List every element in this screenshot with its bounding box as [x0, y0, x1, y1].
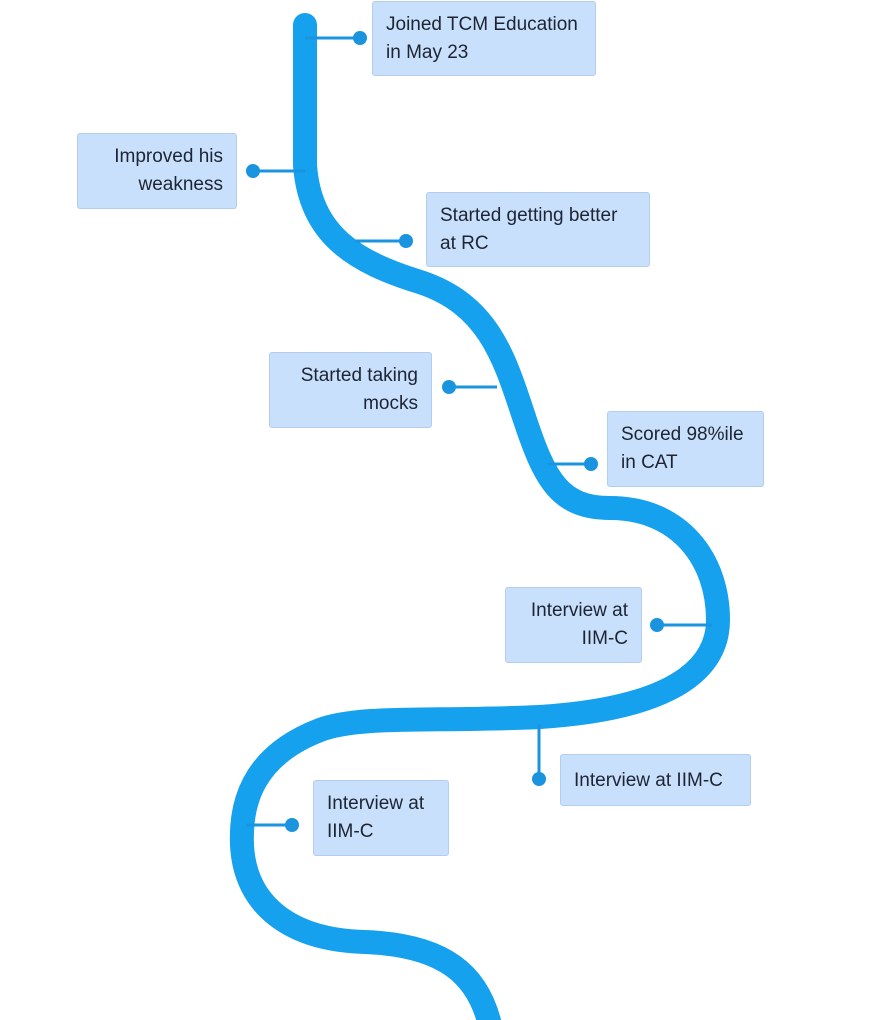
connector-dot-m2: [246, 164, 260, 178]
milestone-card-m8: Interview at IIM-C: [313, 780, 449, 856]
connector-dot-m5: [584, 457, 598, 471]
connector-dot-m3: [399, 234, 413, 248]
connector-dot-m7: [532, 772, 546, 786]
milestone-card-m4: Started taking mocks: [269, 352, 432, 428]
milestone-card-m6: Interview at IIM-C: [505, 587, 642, 663]
connector-dot-m1: [353, 31, 367, 45]
connectors: [246, 31, 712, 832]
milestone-card-m1: Joined TCM Education in May 23: [372, 1, 596, 76]
connector-dot-m4: [442, 380, 456, 394]
timeline-path: [229, 13, 730, 1020]
milestone-card-m2: Improved his weakness: [77, 133, 237, 209]
milestone-card-m5: Scored 98%ile in CAT: [607, 411, 764, 487]
milestone-card-m3: Started getting better at RC: [426, 192, 650, 267]
milestone-card-m7: Interview at IIM-C: [560, 754, 751, 806]
connector-dot-m8: [285, 818, 299, 832]
connector-dot-m6: [650, 618, 664, 632]
